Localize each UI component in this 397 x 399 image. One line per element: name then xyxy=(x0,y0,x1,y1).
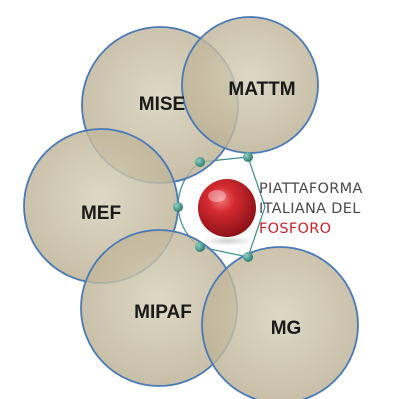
logo-line-2: ITALIANA DEL xyxy=(259,201,361,217)
label-mipaf: MIPAF xyxy=(134,302,192,323)
connector-bead xyxy=(243,252,253,262)
label-mef: MEF xyxy=(81,203,121,224)
red-sphere-icon xyxy=(198,179,256,237)
connector-bead xyxy=(195,157,205,167)
label-mise: MISE xyxy=(139,94,185,115)
connector-bead xyxy=(195,242,205,252)
label-mattm: MATTM xyxy=(228,79,295,100)
logo-line-1: PIATTAFORMA xyxy=(259,181,363,197)
label-mg: MG xyxy=(271,318,302,339)
circle-mg[interactable] xyxy=(201,246,359,399)
logo-line-3: FOSFORO xyxy=(259,221,331,237)
sphere-shadow xyxy=(202,236,254,246)
connector-bead xyxy=(243,152,253,162)
sphere-highlight xyxy=(208,190,226,202)
connector-bead xyxy=(173,202,183,212)
